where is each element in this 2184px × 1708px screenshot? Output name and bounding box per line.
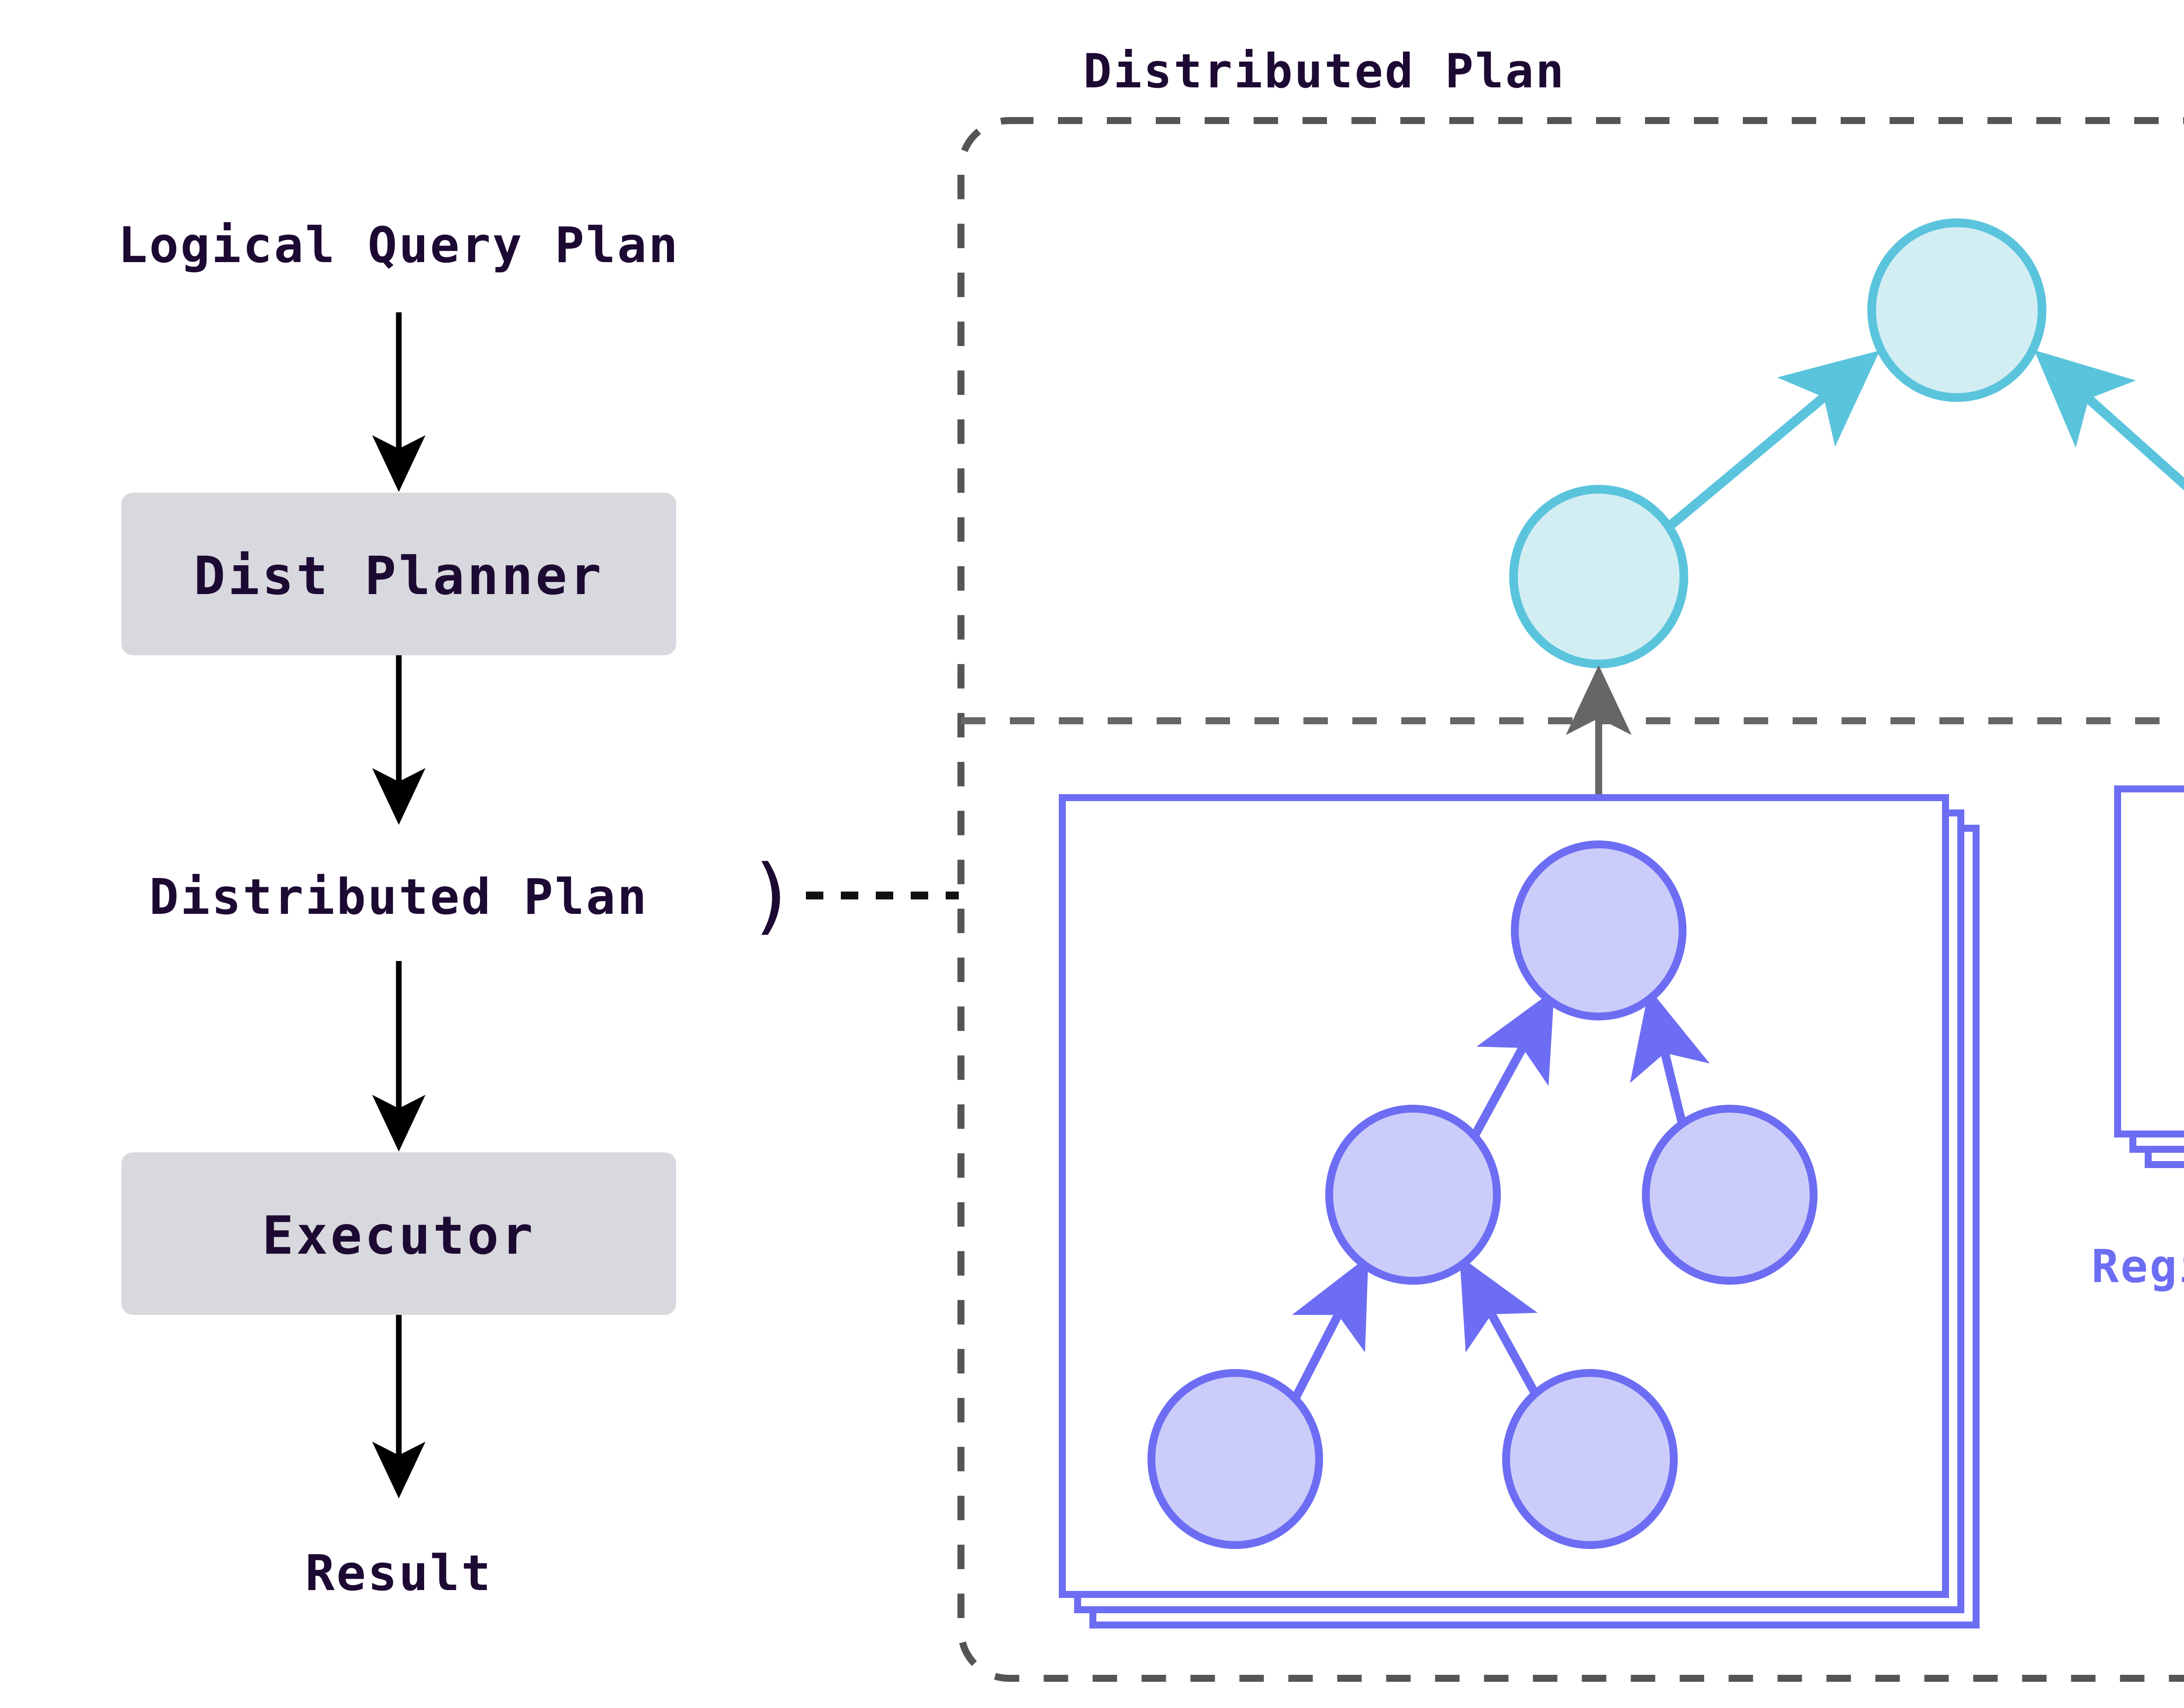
executor-label: Executor (262, 1206, 536, 1266)
frontend-nodes (1509, 218, 2046, 668)
datanode-node-dl-mid[interactable] (1325, 1105, 1501, 1285)
edge-fe-left-to-root (1664, 350, 1880, 532)
result-label: Result (305, 1545, 493, 1602)
datanode-node-dl-r2[interactable] (1642, 1105, 1818, 1285)
datanode-node-dl-b2[interactable] (1502, 1369, 1678, 1549)
frontend-node-root[interactable] (1867, 218, 2046, 402)
datanode-node-dl-root[interactable] (1511, 840, 1686, 1020)
regions-label: Regions (2091, 1240, 2184, 1293)
region-stack-right[interactable] (2114, 785, 2184, 1168)
dist-planner-box[interactable] (121, 493, 676, 655)
distributed-plan-label: Distributed Plan (149, 869, 649, 926)
distributed-plan-title: Distributed Plan (1083, 44, 1565, 99)
dist-planner-label: Dist Planner (194, 546, 604, 607)
edge-dl-b2-to-mid (1459, 1256, 1541, 1400)
frontend-edges (1664, 350, 2184, 532)
region-stack-left[interactable] (1059, 794, 1980, 1628)
edge-dl-b1-to-mid (1292, 1256, 1368, 1400)
edge-fe-right-to-root (2034, 350, 2184, 491)
region-box-right-layer-1 (2114, 785, 2184, 1138)
edge-dl-r2-to-root (1630, 988, 1710, 1137)
brace-glyph: ) (747, 847, 797, 944)
executor-box[interactable] (121, 1152, 676, 1315)
datanode-node-dl-b1[interactable] (1147, 1369, 1323, 1549)
edge-dl-mid-to-root (1471, 989, 1555, 1138)
frontend-node-left[interactable] (1509, 485, 1688, 668)
logical-query-plan-label: Logical Query Plan (118, 217, 680, 274)
